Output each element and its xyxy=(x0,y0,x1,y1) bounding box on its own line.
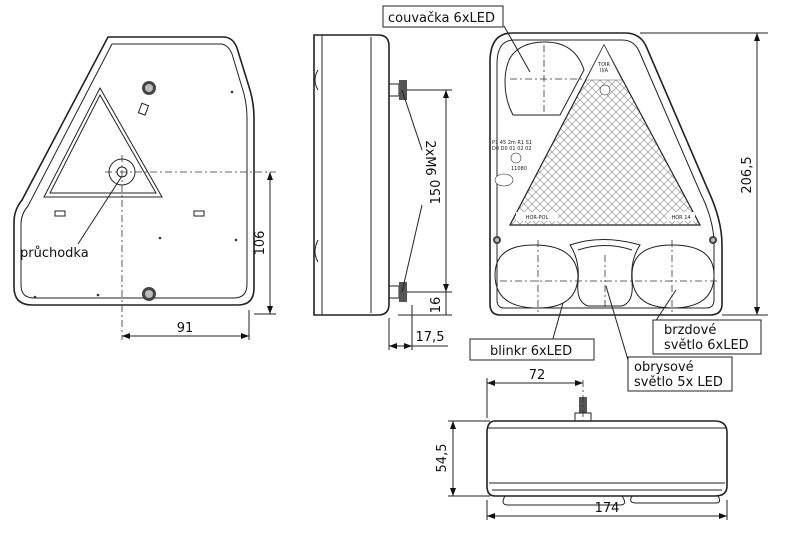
label-pruchodka: průchodka xyxy=(20,246,89,261)
dim-174: 174 xyxy=(595,501,620,516)
dim-206-5: 206,5 xyxy=(740,156,755,193)
dim-2xm6: 2xM6 xyxy=(422,140,437,175)
side-view: 2xM6 150 16 17,5 xyxy=(313,34,452,350)
callout-box-brzdove xyxy=(652,319,762,355)
approval-number: 11080 xyxy=(511,166,527,172)
dim-16: 16 xyxy=(429,297,444,314)
label-brzdove-2: světlo 6xLED xyxy=(664,338,749,353)
code-row-1: P1 45 2m R1 S1 xyxy=(492,140,532,146)
code-row-2: D0 D0 01 02 02 xyxy=(492,146,532,152)
callout-box-couvacka xyxy=(382,5,504,28)
brand-marking: HOR-POL xyxy=(526,215,549,221)
dim-72: 72 xyxy=(529,368,546,383)
svg-text:II/A: II/A xyxy=(600,68,609,74)
label-obrysove-1: obrysové xyxy=(634,360,694,375)
dim-17-5: 17,5 xyxy=(416,330,445,345)
callout-box-obrysove xyxy=(627,356,733,392)
front-view: TOIR II/A HOR-POL HOR 14 P1 45 2m R1 S1 … xyxy=(489,25,768,361)
dim-91: 91 xyxy=(177,321,194,336)
model-marking: HOR 14 xyxy=(671,215,690,221)
callout-box-blinkr xyxy=(469,338,595,361)
svg-text:TOIR: TOIR xyxy=(597,62,610,68)
label-blinkr: blinkr 6xLED xyxy=(490,344,572,359)
label-couvacka: couvačka 6xLED xyxy=(388,11,495,26)
label-obrysove-2: světlo 5x LED xyxy=(634,375,723,390)
top-view: 72 54,5 174 xyxy=(435,368,728,520)
rear-view: 106 91 průchodka xyxy=(13,36,276,340)
dim-54-5: 54,5 xyxy=(435,444,450,473)
dim-150: 150 xyxy=(429,180,444,205)
dim-106: 106 xyxy=(253,231,268,256)
label-brzdove-1: brzdové xyxy=(664,323,716,338)
